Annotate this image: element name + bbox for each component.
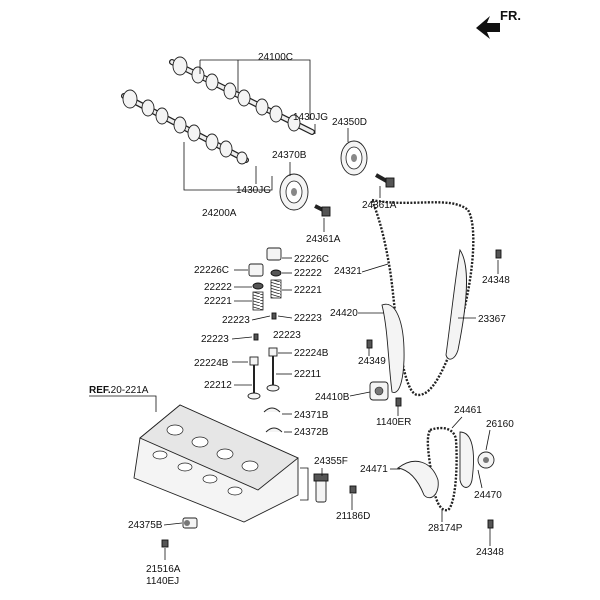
label-24348-top: 24348	[482, 275, 510, 286]
cam-sprocket-24350D	[340, 140, 368, 176]
chain-guide-23367	[445, 248, 468, 360]
label-24471: 24471	[360, 464, 388, 475]
label-22222-left: 22222	[204, 282, 232, 293]
bolt-24348-top	[495, 249, 502, 259]
label-24461: 24461	[454, 405, 482, 416]
oil-pump-chain-24461	[426, 426, 458, 512]
label-24348-bottom: 24348	[476, 547, 504, 558]
bolt-24361A-mid	[314, 204, 331, 217]
label-24321: 24321	[334, 266, 362, 277]
label-24420: 24420	[330, 308, 358, 319]
label-22223-d: 22223	[201, 334, 229, 345]
label-24372B: 24372B	[294, 427, 329, 438]
label-24371B: 24371B	[294, 410, 329, 421]
label-21186D: 21186D	[336, 511, 370, 522]
cam-sprocket-24370B	[279, 173, 309, 211]
tensioner-24410B	[369, 381, 389, 401]
front-direction-marker: FR.	[476, 8, 521, 39]
label-1430JG-mid: 1430JG	[236, 185, 271, 196]
label-24470: 24470	[474, 490, 502, 501]
chain-guide-24420	[381, 303, 405, 393]
front-arrow-icon	[476, 16, 500, 39]
label-24361A-right: 24361A	[362, 200, 397, 211]
label-1140EJ: 1140EJ	[146, 576, 179, 587]
front-label: FR.	[500, 8, 521, 23]
label-23367: 23367	[478, 314, 506, 325]
bolt-21186D	[349, 485, 357, 494]
sensor-24375B	[182, 517, 198, 529]
label-1140ER: 1140ER	[376, 417, 411, 428]
bolt-21516A	[161, 539, 169, 548]
label-24100C: 24100C	[258, 52, 293, 63]
label-1430JG-top: 1430JG	[293, 112, 328, 123]
label-24355F: 24355F	[314, 456, 348, 467]
bolt-24349	[366, 339, 373, 349]
label-22222-right: 22222	[294, 268, 322, 279]
label-24370B: 24370B	[272, 150, 307, 161]
callout-24200A: 24200A	[183, 142, 273, 219]
label-22226C-right: 22226C	[294, 254, 329, 265]
bolt-24348-bottom	[487, 519, 494, 529]
label-24349: 24349	[358, 356, 386, 367]
label-22226C-left: 22226C	[194, 265, 229, 276]
label-24375B: 24375B	[128, 520, 163, 531]
label-24350D: 24350D	[332, 117, 367, 128]
label-26160: 26160	[486, 419, 514, 430]
label-28174P: 28174P	[428, 523, 463, 534]
timing-chain-24321	[370, 198, 475, 397]
bolt-24361A-right	[375, 173, 395, 188]
label-24410B: 24410B	[315, 392, 350, 403]
label-22223-a: 22223	[222, 315, 250, 326]
camshaft-24100C	[169, 56, 315, 135]
label-24200A: 24200A	[202, 208, 237, 219]
label-22221-left: 22221	[204, 296, 232, 307]
label-24361A-mid: 24361A	[306, 234, 341, 245]
label-22221-right: 22221	[294, 285, 322, 296]
bolt-1140ER	[395, 397, 402, 407]
label-22223-c: 22223	[273, 330, 301, 341]
label-22212: 22212	[204, 380, 232, 391]
ref-prefix: REF.	[89, 385, 111, 396]
label-ref: REF.20-221A	[89, 385, 149, 396]
valve-train-parts	[247, 247, 283, 433]
label-22211: 22211	[294, 369, 322, 380]
ref-value: 20-221A	[111, 385, 149, 396]
cylinder-head	[133, 404, 299, 523]
label-22224B-right: 22224B	[294, 348, 329, 359]
label-21516A: 21516A	[146, 564, 181, 575]
camshaft-24200A	[121, 89, 249, 165]
oil-control-valve-24355F	[313, 473, 357, 503]
label-22223-b: 22223	[294, 313, 322, 324]
label-22224B-left: 22224B	[194, 358, 229, 369]
oil-pump-guide-24471	[396, 460, 439, 499]
callout-24100C: 24100C	[199, 52, 311, 120]
oil-pump-tensioner-24470	[459, 431, 495, 488]
